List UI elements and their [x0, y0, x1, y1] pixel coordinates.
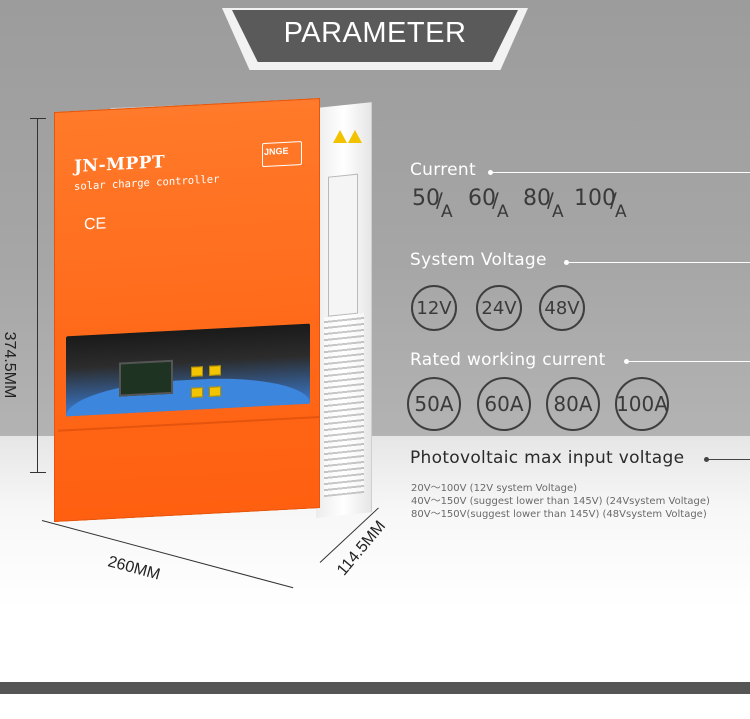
system-voltage-title: System Voltage	[410, 250, 547, 270]
rated-current-badge: 50A	[407, 377, 461, 431]
panel-key	[191, 387, 203, 398]
control-panel	[66, 323, 310, 417]
slash-glyph: ∕	[436, 188, 443, 212]
leader-dot	[564, 260, 569, 265]
pv-voltage-title: Photovoltaic max input voltage	[410, 448, 685, 468]
pv-voltage-line: 80V～150V(suggest lower than 145V) (48Vsy…	[411, 509, 707, 520]
rated-current-badge: 60A	[477, 377, 531, 431]
product-brand: JN-MPPT	[74, 152, 166, 177]
header-banner	[232, 10, 518, 62]
device-side	[316, 102, 372, 518]
lcd-display	[119, 359, 173, 397]
height-dimension-label: 374.5MM	[1, 331, 18, 399]
dimension-cap	[30, 472, 46, 473]
current-option: 50 ∕ A	[412, 186, 453, 222]
slash-glyph: ∕	[547, 188, 554, 212]
height-dimension-line	[37, 118, 38, 472]
leader-dot	[624, 359, 629, 364]
panel-key	[209, 365, 221, 376]
panel-wave	[66, 373, 310, 417]
leader-line	[708, 459, 750, 460]
current-option: 80 ∕ A	[523, 186, 564, 222]
rated-current-badge: 80A	[546, 377, 600, 431]
ce-mark: CE	[84, 215, 107, 234]
current-title: Current	[410, 160, 476, 180]
device-front: JN-MPPT solar charge controller CE JNGE	[54, 98, 320, 522]
front-cover-seam	[58, 416, 320, 432]
voltage-badge: 24V	[476, 285, 522, 331]
leader-line	[492, 172, 750, 173]
rated-current-title: Rated working current	[410, 350, 606, 370]
dimension-cap	[30, 118, 46, 119]
voltage-badge: 48V	[539, 285, 585, 331]
brand-logo: JNGE	[264, 145, 289, 157]
side-vents	[324, 312, 364, 498]
voltage-badge: 12V	[411, 285, 457, 331]
warning-icon	[348, 130, 362, 143]
product-image: JN-MPPT solar charge controller CE JNGE	[50, 98, 380, 540]
panel-key	[191, 366, 203, 377]
pv-voltage-line: 20V～100V (12V system Voltage)	[411, 483, 578, 494]
side-label-sticker	[328, 173, 358, 317]
bottom-bar	[0, 682, 750, 694]
rated-current-badge: 100A	[615, 377, 669, 431]
slash-glyph: ∕	[492, 188, 499, 212]
panel-key	[209, 386, 221, 397]
product-subtitle: solar charge controller	[74, 173, 220, 193]
leader-dot	[704, 457, 709, 462]
pv-voltage-line: 40V～150V (suggest lower than 145V) (24Vs…	[411, 496, 710, 507]
leader-line	[628, 361, 750, 362]
leader-dot	[488, 170, 493, 175]
page-title: PARAMETER	[283, 17, 467, 49]
current-option: 60 ∕ A	[468, 186, 509, 222]
warning-icon	[333, 130, 347, 143]
current-option: 100 ∕ A	[574, 186, 627, 222]
slash-glyph: ∕	[610, 188, 617, 212]
leader-line	[568, 262, 750, 263]
